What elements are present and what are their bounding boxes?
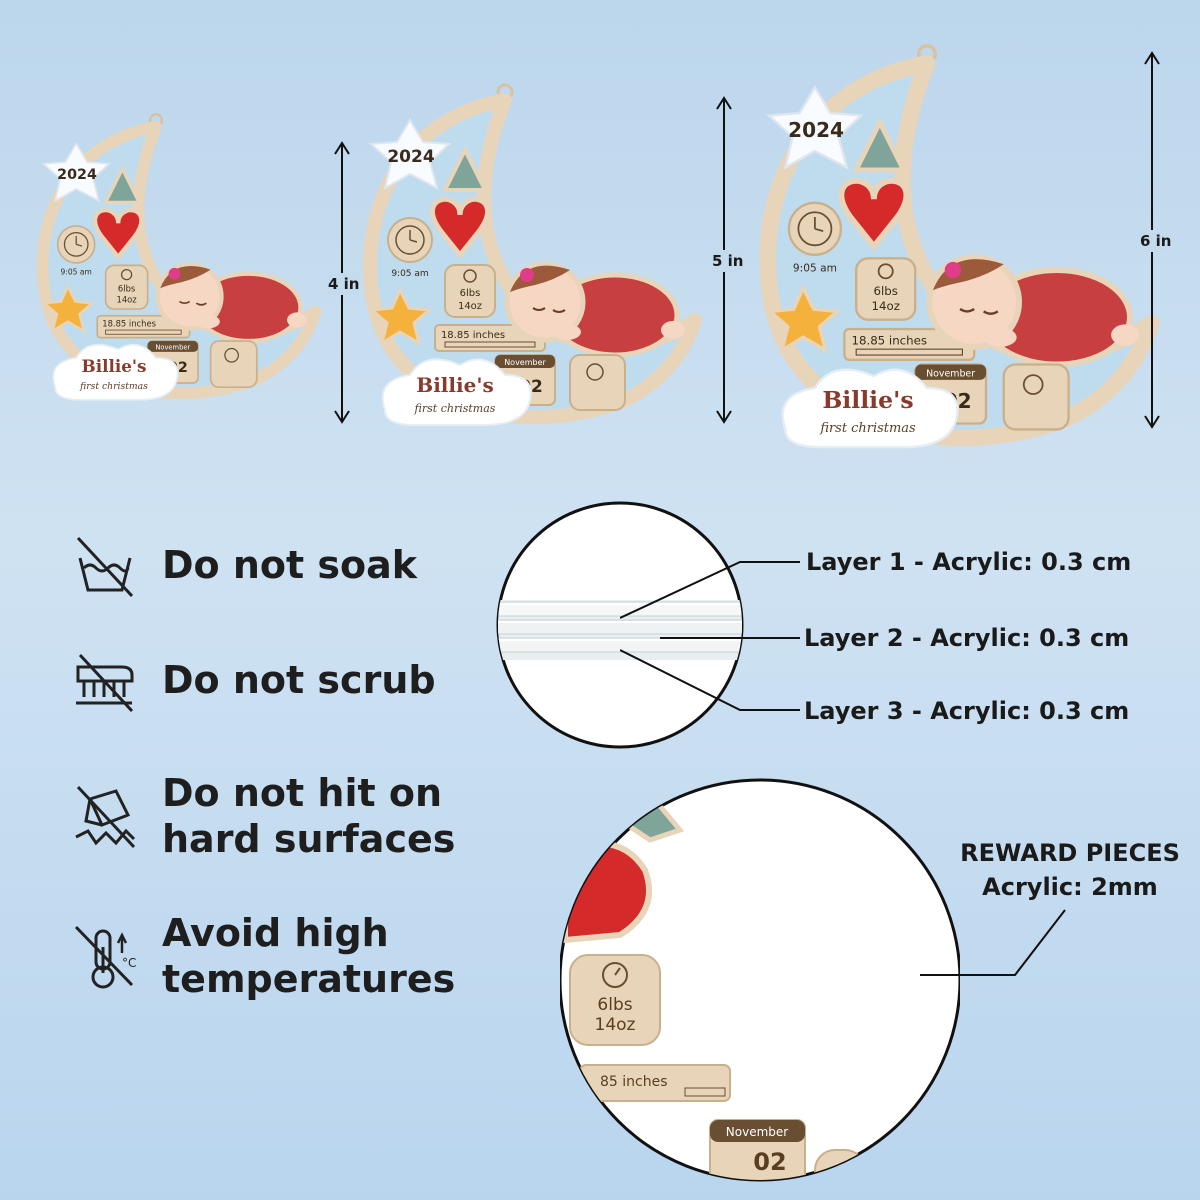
orange-star-icon <box>765 283 842 355</box>
orange-star-icon <box>368 286 433 347</box>
layer-2-label: Layer 2 - Acrylic: 0.3 cm <box>804 624 1130 652</box>
ornament-month: November <box>504 358 546 367</box>
layer-1-label: Layer 1 - Acrylic: 0.3 cm <box>806 548 1132 576</box>
location-pin-icon <box>1002 363 1070 431</box>
location-pin-icon <box>209 340 258 389</box>
layer-3-label: Layer 3 - Acrylic: 0.3 cm <box>804 697 1130 725</box>
care-text: Avoid high temperatures <box>162 911 456 1001</box>
ruler-piece-icon: 85 inches <box>579 1064 731 1102</box>
year-star: 2024 <box>368 118 452 190</box>
reward-title: REWARD PIECES Acrylic: 2mm <box>940 836 1200 904</box>
year-star: 2024 <box>766 84 864 170</box>
clock-icon: 9:05 am <box>387 217 433 279</box>
ornament-1: 2024 9:05 am 6lbs 14oz <box>30 110 324 416</box>
ornament-name: Billie's <box>822 386 913 414</box>
no-heat-icon: °C <box>74 925 136 989</box>
tree-icon <box>102 165 142 205</box>
ornament-subtitle: first christmas <box>819 421 916 436</box>
scale-icon: 6lbs 14oz <box>855 257 917 321</box>
reward-zoom: 6lbs 14oz 85 inches November 02 <box>560 778 960 1182</box>
ornament-length: 18.85 inches <box>851 333 927 347</box>
ornament-weight-lbs: 6lbs <box>460 288 481 299</box>
care-item-hit: Do not hit on hard surfaces <box>70 770 455 862</box>
ornament-weight-lbs: 6lbs <box>118 283 135 293</box>
ornament-subtitle: first christmas <box>79 381 148 392</box>
name-cloud: Billie's first christmas <box>381 358 532 426</box>
ornament-time: 9:05 am <box>61 268 92 277</box>
size-label: 4 in <box>328 272 360 295</box>
care-item-scrub: Do not scrub <box>70 645 436 715</box>
heart-icon <box>838 177 910 252</box>
care-item-soak: Do not soak <box>70 530 417 600</box>
baby-illustration <box>504 261 685 358</box>
layers-zoom <box>496 501 744 749</box>
ornament-weight-oz: 14oz <box>872 299 900 313</box>
ornament-month: November <box>926 368 975 379</box>
reward-length: 85 inches <box>600 1074 668 1090</box>
pin-piece-icon <box>814 1149 866 1180</box>
tree-icon <box>852 117 908 173</box>
scale-icon: 6lbs 14oz <box>104 264 149 310</box>
reward-month: November <box>726 1125 788 1139</box>
tree-icon <box>441 145 489 192</box>
ornament-time: 9:05 am <box>793 261 837 274</box>
care-text: Do not scrub <box>162 658 436 702</box>
no-scrub-icon <box>76 653 134 713</box>
scale-icon: 6lbs 14oz <box>444 264 496 318</box>
clock-icon: 9:05 am <box>787 201 843 274</box>
year-star: 2024 <box>41 141 111 203</box>
care-text: Do not soak <box>162 543 418 587</box>
ornament-2: 2024 9:05 am 6lbs 14oz <box>355 80 705 444</box>
ornament-year: 2024 <box>57 167 97 183</box>
layer-leaders <box>620 561 800 711</box>
ornament-length: 18.85 inches <box>441 330 505 341</box>
ornament-subtitle: first christmas <box>414 402 496 415</box>
heart-piece-icon <box>562 840 653 944</box>
svg-text:°C: °C <box>122 956 136 970</box>
ornament-length: 18.85 inches <box>102 319 156 329</box>
reward-weight-oz: 14oz <box>595 1015 636 1035</box>
ornament-3: 2024 9:05 am 6lbs 14oz <box>750 40 1163 469</box>
scale-piece-icon: 6lbs 14oz <box>569 954 661 1046</box>
ornament-weight-oz: 14oz <box>117 294 138 304</box>
name-cloud: Billie's first christmas <box>781 368 959 449</box>
clock-icon: 9:05 am <box>56 225 96 277</box>
baby-illustration <box>155 262 308 344</box>
care-item-heat: °C Avoid high temperatures <box>70 910 455 1002</box>
name-cloud: Billie's first christmas <box>52 343 179 401</box>
orange-star-icon <box>41 283 96 334</box>
ornament-weight-oz: 14oz <box>458 301 482 312</box>
reward-subtitle-text: Acrylic: 2mm <box>982 873 1158 901</box>
ornament-weight-lbs: 6lbs <box>874 284 898 298</box>
size-label: 5 in <box>712 250 744 272</box>
no-hit-icon <box>75 785 136 849</box>
ornament-year: 2024 <box>788 118 844 142</box>
ornament-year: 2024 <box>387 147 434 167</box>
baby-illustration <box>926 254 1140 368</box>
calendar-piece-icon: November 02 <box>709 1119 806 1180</box>
care-text: Do not hit on hard surfaces <box>162 771 456 861</box>
ornament-name: Billie's <box>82 356 147 376</box>
reward-weight-lbs: 6lbs <box>597 995 632 1015</box>
ornament-time: 9:05 am <box>391 269 428 279</box>
reward-leader <box>920 909 1066 976</box>
ornament-month: November <box>155 343 190 351</box>
location-pin-icon <box>569 354 626 411</box>
heart-icon <box>430 197 490 260</box>
reward-title-text: REWARD PIECES <box>960 839 1180 867</box>
no-soak-icon <box>76 536 134 598</box>
heart-icon <box>93 208 144 261</box>
ornament-name: Billie's <box>416 373 493 397</box>
reward-day: 02 <box>753 1148 786 1176</box>
size-label: 6 in <box>1140 230 1172 252</box>
